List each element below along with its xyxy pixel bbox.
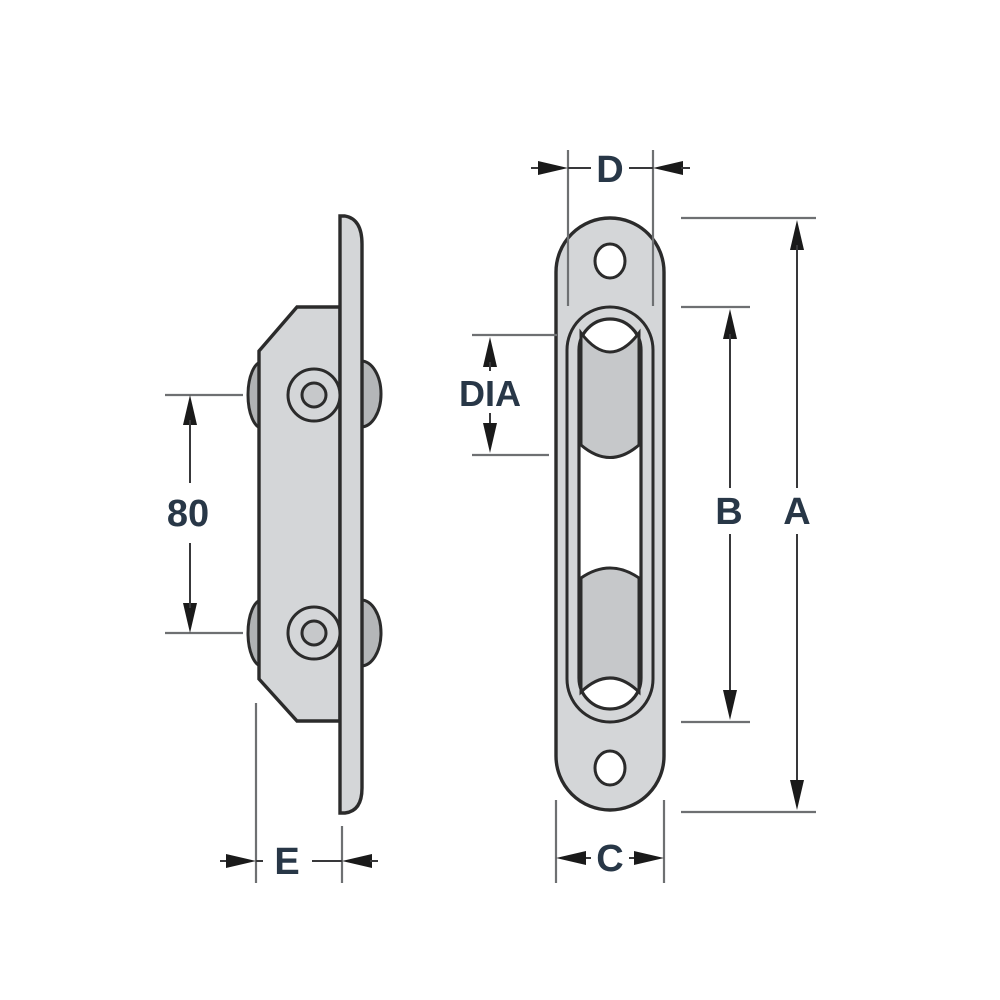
dimension-overall-width-c: C [554,800,666,883]
arrow-up-icon [790,220,804,250]
bracket-body [257,305,342,723]
dimension-label-a: A [783,491,810,533]
dimension-label-e: E [274,841,299,883]
dimension-label-80: 80 [167,493,209,535]
arrow-down-icon [483,423,497,453]
dimension-depth-e: E [220,703,378,883]
arrow-right-icon [538,161,568,175]
rivet-bottom-inner [300,619,328,647]
arrow-right-icon [226,854,256,868]
sheave-bottom [579,566,641,696]
arrow-right-icon [634,851,664,865]
sheave-top [579,328,641,459]
dimension-label-dia: DIA [459,373,521,414]
arrow-down-icon [790,780,804,810]
recess-outline [565,305,655,724]
front-view [554,216,666,812]
arrow-down-icon [723,690,737,720]
dimension-sheave-dia: DIA [459,333,557,457]
dimension-overall-length-a: A [681,216,816,814]
dimension-label-b: B [715,491,742,533]
arrow-up-icon [723,309,737,339]
fastener-hole-bottom [593,749,627,787]
dimension-label-c: C [596,838,623,880]
dimension-slot-length-b: B [681,305,750,724]
side-view [246,214,383,815]
dimension-rivet-spacing: 80 [165,393,243,635]
arrow-left-icon [342,854,372,868]
arrow-up-icon [183,395,197,425]
rivet-top-inner [300,381,328,409]
arrow-down-icon [183,603,197,633]
back-plate [338,214,364,815]
arrow-up-icon [483,337,497,367]
arrow-left-icon [653,161,683,175]
dimension-label-d: D [596,149,623,191]
fastener-hole-top [593,242,627,280]
arrow-left-icon [556,851,586,865]
dimension-cheek-width-d: D [531,149,690,306]
